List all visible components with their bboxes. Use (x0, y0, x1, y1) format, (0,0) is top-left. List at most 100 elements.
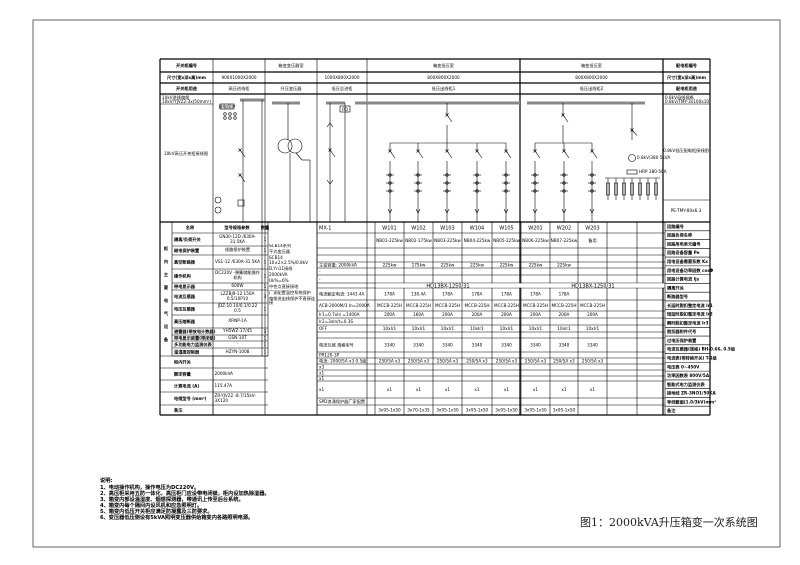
circuit-cell: 主变容量: 2000kVA (319, 262, 357, 269)
equipment-spec-box: DC220V -弹簧储能操作机构 (215, 270, 260, 280)
equipment-qty: 1 (264, 336, 267, 341)
hv-cable-label: 10kV进线电缆 (162, 94, 190, 101)
equipment-spec: DC220V -弹簧储能操作机构 (215, 270, 260, 280)
equipment-name: 电压互感器 (174, 306, 196, 313)
equipment-spec: YH5WZ-17/45 (223, 328, 252, 334)
equipment-spec-box: JDZ-10 10/0.1/0.22 0.5 (218, 304, 258, 313)
circuit-cell: 10xIr1 (586, 326, 600, 331)
notes: 说明:1、电动操作机构，操作电压为DC220V。2、高压柜采用五防一体化，高压柜… (100, 476, 270, 521)
equipment-qty: 1 (264, 248, 267, 253)
equipment-name: 温湿度控制器 (174, 349, 200, 356)
circuit-cell: 160A (413, 312, 424, 317)
equipment-qty: 1 (264, 284, 267, 289)
hv-cable-spec: 10kV/YJV22-3x(50mm²) (162, 99, 211, 104)
summary-value: 115.47A (214, 382, 233, 388)
meter-icon (214, 206, 222, 214)
row-label: 用电设备需要系数 Kx (667, 258, 708, 265)
summary-value: 2000kVA (214, 370, 234, 376)
circuit-id: W203 (585, 226, 600, 232)
ct-icon (590, 181, 594, 185)
circuit-cell: 200A (559, 312, 570, 317)
circuit-cell: 3x95-1x50 (378, 408, 401, 413)
ct-icon (590, 189, 594, 193)
circuit-cell: 178A (472, 292, 483, 297)
circuit-id: W202 (557, 226, 572, 232)
transformer-note: 干式变压器 (269, 248, 290, 254)
aux-transformer-label: 0.8kV/380 5kVA (637, 155, 670, 160)
row-label: 过电压保护装置 (667, 337, 697, 344)
summary-label: 柜内开关 (173, 359, 192, 366)
equipment-qty: 1 (264, 307, 267, 312)
equipment-name: 真空断路器 (174, 259, 196, 266)
circuit-cell: 3340 (530, 343, 541, 348)
fuse-icon (626, 169, 638, 175)
ct-icon (445, 181, 449, 185)
circuit-cell: x1 (533, 387, 538, 392)
equipment-spec: GN30-12D /630A-31.5KA (219, 233, 256, 244)
equipment-spec: 线路保护装置 (224, 247, 251, 253)
circuit-cell: 电流额定电流: 1443.4A (319, 291, 365, 298)
ct-icon (533, 173, 537, 177)
circuit-cell: 250/5A x3 (553, 359, 575, 364)
row-label: 备注 (667, 407, 676, 414)
note-item: 1、电动操作机构，操作电压为DC220V。 (100, 483, 199, 491)
group-label-char: 备 (164, 336, 169, 343)
voltmeter-icon (214, 196, 222, 204)
single-line-diagram: 10kV进线电缆10kV/YJV22-3x(50mm²)10kV高压开关柜接线图… (162, 94, 709, 305)
header-cell: 尺寸(宽x深x高)mm (167, 74, 207, 81)
equipment-spec-box: VS1-12 /630A-31.5KA (215, 258, 260, 264)
circuit-cell: NB03-225kw (434, 238, 461, 243)
equipment-qty: 1 (264, 342, 267, 347)
circuit-cell: 3x70-1x35 (407, 408, 430, 413)
circuit-cell: 10xIr1 (470, 326, 484, 331)
circuit-cell: x1 (474, 387, 479, 392)
ct-icon (233, 116, 237, 120)
note-item: 2、高压柜采用五防一体化，高压柜门应设带电闭锁，柜内设加热除湿器。 (100, 489, 270, 497)
row-label: 回路负荷名称 (667, 232, 693, 239)
circuit-cell: 225kw (441, 263, 455, 268)
group-label-char: 主 (164, 271, 169, 278)
arrow-icon (589, 208, 595, 214)
circuit-cell: x1 (319, 387, 324, 392)
figure-caption: 图1：2000kVA升压箱变一次系统图 (580, 515, 758, 529)
header-cell: 升压变压器 (281, 85, 303, 92)
equipment-spec: - (236, 341, 239, 347)
circuit-cell: 3340 (384, 343, 395, 348)
header-cell: 1000X800X2000 (324, 75, 359, 80)
row-label: 回路编号 (667, 223, 684, 230)
circuit-cell: 225kw (557, 263, 571, 268)
note-item: 5、箱变内低压开关柜应满足防凝露及三防要求。 (100, 507, 213, 515)
equipment-name: 操作机构 (174, 273, 191, 280)
note-item: 6、变压器低压侧设有5kVA照明变压器供给箱变内各路照明电源。 (100, 513, 253, 521)
row-label: 脱扣器附件代号 (667, 328, 696, 335)
lighting-circuit (654, 182, 658, 196)
ct-icon (228, 112, 232, 116)
circuit-cell: 10xIr1 (412, 326, 426, 331)
equipment-spec-box: 600W (231, 284, 243, 288)
header-cell: 尺寸(宽x深x高)mm (667, 74, 707, 81)
equipment-spec: VS1-12 /630A-31.5KA (215, 258, 260, 264)
equipment-spec-box: GSN-10T (228, 335, 247, 340)
circuit-cell: 178A (384, 292, 395, 297)
row-label: 短延时脱扣整定电流 Ir2 (667, 311, 713, 318)
transformer-secondary-icon (287, 138, 303, 154)
note-item: 3、箱变内部设温湿度、烟感探测器，带通讯上传至后台系统。 (100, 495, 244, 503)
summary-value: ZR-YJV22 -8.7/15kV-3X120 (214, 392, 256, 403)
summary-value-box: ZR-YJV22 -8.7/15kV-3X120 (214, 392, 256, 403)
arrester-icon (237, 199, 245, 207)
circuit-cell: 250/5A x3 (408, 359, 430, 364)
circuit-cell: 10xIr1 (557, 326, 571, 331)
row-label: 电压表 0~450V (667, 363, 700, 370)
row-label: 隔离开关 (667, 284, 685, 291)
lighting-circuit (646, 182, 650, 196)
row-label: 电流互感器(规格) BH-0.66, 0.5级 (667, 346, 736, 353)
equipment-spec: GSN-10T (228, 335, 247, 340)
line (562, 149, 566, 153)
group-label-char: 要 (164, 284, 169, 291)
equipment-spec-box: XRNP-1A (228, 319, 246, 323)
row-label: 功率因数表 800V/5A (667, 372, 710, 379)
circuit-cell: 10xIr1 (441, 326, 455, 331)
model-band (376, 283, 664, 288)
ct-icon (504, 173, 508, 177)
circuit-cell: MCCB-225H (580, 303, 605, 308)
